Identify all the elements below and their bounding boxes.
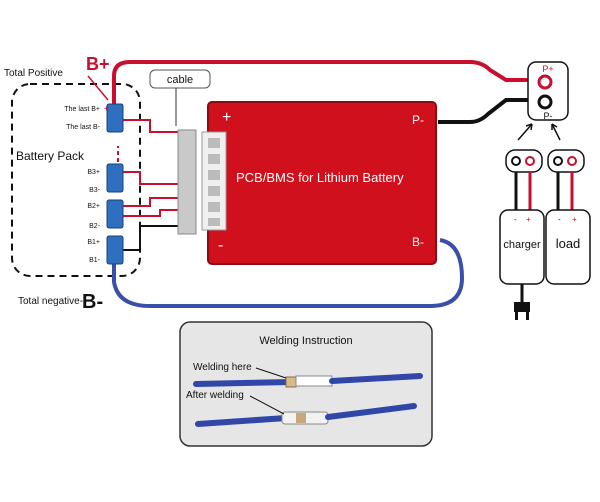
load-plug bbox=[547, 149, 585, 212]
svg-text:-: - bbox=[514, 215, 517, 224]
svg-text:+: + bbox=[572, 215, 577, 224]
cell-1 bbox=[106, 235, 124, 265]
total-positive-label: Total Positive bbox=[4, 68, 63, 79]
label-b3-minus: B3- bbox=[89, 187, 101, 194]
output-port bbox=[527, 61, 569, 121]
port-p-minus-label: P- bbox=[544, 111, 553, 121]
welding-title: Welding Instruction bbox=[259, 335, 352, 347]
balance-wires bbox=[117, 119, 180, 251]
b-minus-big-label: B- bbox=[82, 291, 103, 313]
label-last-plus: The last B+ bbox=[64, 106, 100, 113]
load-label: load bbox=[556, 236, 581, 251]
bms-plus-label: + bbox=[222, 109, 231, 126]
svg-text:+: + bbox=[526, 215, 531, 224]
cable-label: cable bbox=[167, 74, 193, 86]
charger-label: charger bbox=[503, 239, 541, 251]
load-box bbox=[545, 209, 591, 285]
label-b1-plus: B1+ bbox=[87, 239, 100, 246]
cable-callout bbox=[149, 69, 211, 89]
after-welding-label: After welding bbox=[186, 390, 244, 401]
positive-wire bbox=[112, 60, 536, 104]
bms-connector bbox=[201, 131, 227, 231]
label-b1-minus: B1- bbox=[89, 257, 101, 264]
p-minus-wire bbox=[438, 98, 536, 124]
after-welding-pointer bbox=[249, 395, 285, 415]
svg-text:-: - bbox=[558, 215, 561, 224]
port-p-plus-label: P+ bbox=[542, 64, 553, 74]
charger-arrow bbox=[517, 123, 533, 141]
balance-connector-plug bbox=[177, 129, 197, 235]
welding-here-pointer bbox=[255, 367, 287, 379]
label-last-minus: The last B- bbox=[66, 124, 101, 131]
bms-title: PCB/BMS for Lithium Battery bbox=[236, 170, 404, 185]
svg-text:+: + bbox=[104, 104, 109, 113]
b-plus-arrow bbox=[87, 75, 109, 101]
label-b2-minus: B2- bbox=[89, 223, 101, 230]
load-arrow bbox=[551, 123, 561, 141]
charger-plug bbox=[505, 149, 543, 212]
bms-p-minus-label: P- bbox=[412, 113, 424, 127]
wire-after-welding bbox=[195, 403, 417, 427]
battery-pack-label: Battery Pack bbox=[16, 149, 85, 163]
port-p-minus-terminal bbox=[537, 94, 553, 110]
bms-minus-label: - bbox=[218, 237, 223, 254]
mains-plug-icon bbox=[514, 284, 530, 320]
wire-before-welding bbox=[193, 373, 423, 388]
label-b2-plus: B2+ bbox=[87, 203, 100, 210]
total-negative-label: Total negative- bbox=[18, 296, 83, 307]
port-p-plus-terminal bbox=[537, 74, 553, 90]
label-b3-plus: B3+ bbox=[87, 169, 100, 176]
cell-3 bbox=[106, 163, 124, 193]
welding-here-label: Welding here bbox=[193, 362, 252, 373]
b-plus-label: B+ bbox=[86, 54, 110, 74]
b-minus-wire bbox=[112, 238, 465, 308]
cell-last bbox=[106, 103, 124, 133]
cell-2 bbox=[106, 199, 124, 229]
bms-b-minus-label: B- bbox=[412, 235, 424, 249]
